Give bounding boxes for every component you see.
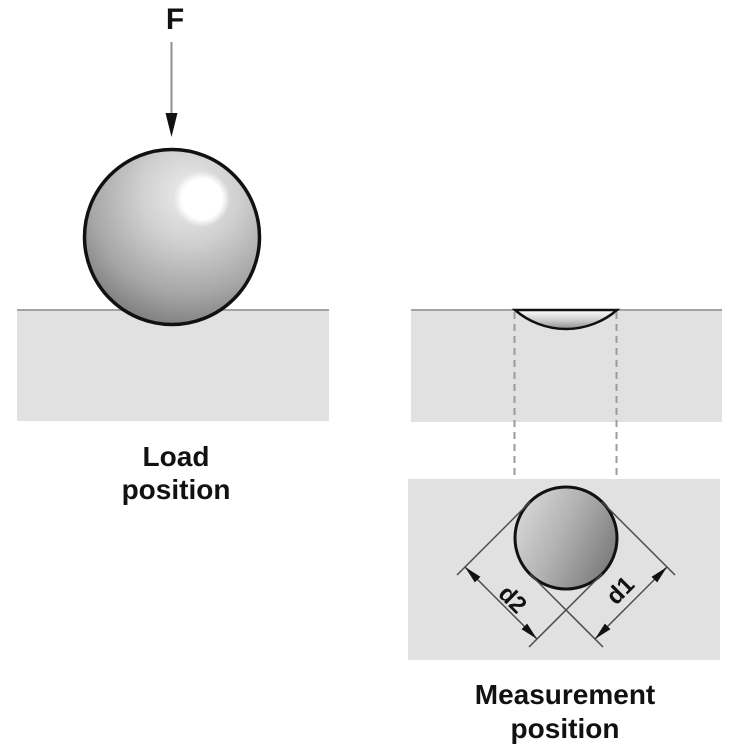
- indenter-ball: [82, 147, 262, 327]
- indentation-top-view: [513, 485, 619, 591]
- extension-line-d2-upper: [456, 501, 531, 576]
- caption-load-position: Load position: [121, 441, 231, 505]
- dimension-arrow-d1: [594, 566, 668, 640]
- extension-line-d1-upper: [601, 501, 676, 576]
- extension-line-d1-lower: [529, 573, 604, 648]
- measurement-position-figure: [408, 308, 722, 660]
- force-arrowhead-icon: [165, 113, 178, 137]
- force-label: F: [165, 3, 185, 36]
- dimension-arrow-d2: [464, 566, 538, 640]
- ball-highlight: [174, 171, 230, 227]
- indentation-side-profile: [511, 308, 621, 331]
- load-position-figure: [17, 42, 329, 421]
- specimen-side-view-load: [17, 309, 329, 421]
- caption-measurement-position: Measurement position: [474, 679, 656, 744]
